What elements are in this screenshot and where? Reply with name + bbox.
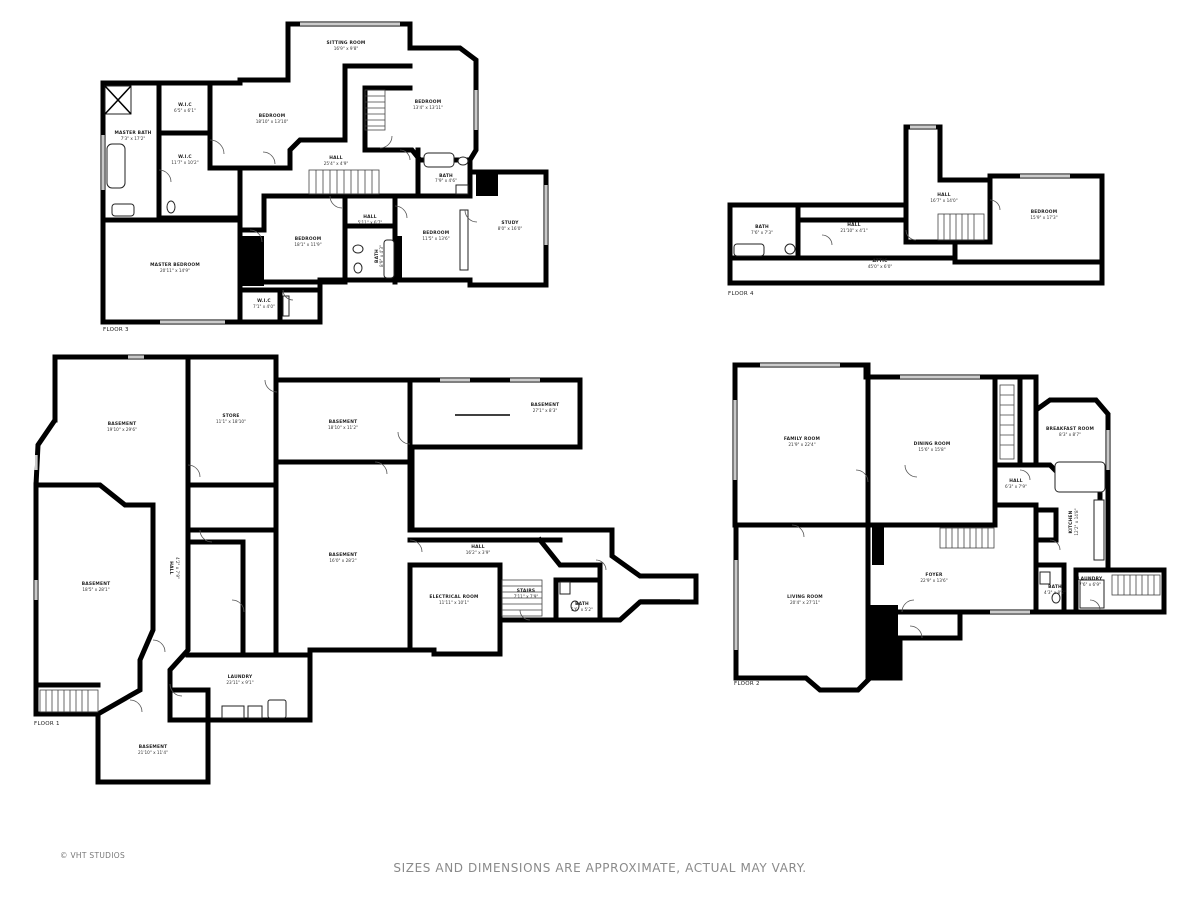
room-label: LAUNDRY [228, 674, 253, 680]
room-dims: 11'5" x 13'6" [422, 236, 449, 241]
room-dims: 20'11" x 14'9" [160, 268, 190, 273]
room-dims: 16'7" x 14'0" [930, 198, 957, 203]
room-label: BASEMENT [329, 552, 358, 558]
room-dims: 18'10" x 13'10" [256, 119, 289, 124]
room-dims: 16'2" x 3'9" [466, 550, 491, 555]
room-dims: 15'9" x 17'3" [1030, 215, 1057, 220]
floor-4-plan: BATH 7'6" x 7'3" HALL 21'10" x 4'1" HALL… [727, 124, 1105, 297]
room-label: BEDROOM [1031, 209, 1058, 215]
room-dims: 13'4" x 13'11" [413, 105, 443, 110]
room-dims: 8'0" x 16'0" [498, 226, 523, 231]
room-label: FOYER [925, 572, 943, 578]
room-label: SITTING ROOM [327, 40, 366, 46]
room-dims: 7'9" x 4'6" [435, 178, 457, 183]
room-label: HALL [847, 222, 860, 228]
room-dims: 7'11" x 7'9" [514, 594, 539, 599]
room-label: HALL [363, 214, 376, 220]
room-dims: 16'0" x 28'2" [329, 558, 356, 563]
room-label: LIVING ROOM [787, 594, 823, 600]
room-dims: 5'6" x 5'2" [571, 607, 593, 612]
room-dims: 21'10" x 4'1" [840, 228, 867, 233]
room-label: BATH [575, 601, 589, 607]
room-dims: 19'10" x 29'6" [107, 427, 137, 432]
room-dims: 11'7" x 10'2" [171, 160, 198, 165]
floor-label: FLOOR 3 [103, 327, 129, 333]
room-label: W.I.C [178, 154, 192, 160]
room-label: BATH [374, 249, 380, 263]
room-label: BEDROOM [423, 230, 450, 236]
room-label: STORE [222, 413, 239, 419]
room-dims: 11'1" x 18'10" [216, 419, 246, 424]
room-dims: 21'10" x 11'4" [138, 750, 168, 755]
floor-label: FLOOR 2 [734, 681, 760, 687]
copyright-text: © VHT STUDIOS [60, 851, 126, 860]
floor-label: FLOOR 1 [34, 721, 60, 727]
disclaimer-text: SIZES AND DIMENSIONS ARE APPROXIMATE, AC… [393, 861, 807, 875]
floor-3-plan: SITTING ROOM 16'9" x 9'8" BEDROOM 13'4" … [100, 21, 549, 333]
room-dims: 16'9" x 9'8" [334, 46, 359, 51]
room-dims: 5'11" x 6'7" [358, 220, 383, 225]
room-label: W.I.C [257, 298, 271, 304]
room-dims: 18'1" x 11'9" [294, 242, 321, 247]
room-dims: 7'6" x 6'9" [1079, 582, 1101, 587]
floor-1-plan: BASEMENT 19'10" x 29'6" STORE 11'1" x 18… [33, 354, 699, 785]
room-dims: 7'1" x 4'0" [253, 304, 275, 309]
room-label: MASTER BEDROOM [150, 262, 200, 268]
room-label: BASEMENT [82, 581, 111, 587]
floor-label: FLOOR 4 [728, 291, 754, 297]
room-label: BASEMENT [139, 744, 168, 750]
room-label: HALL [168, 561, 174, 574]
room-dims: 8'3" x 8'7" [1059, 432, 1081, 437]
room-dims: 45'0" x 6'0" [868, 264, 893, 269]
room-dims: 7'6" x 7'3" [751, 230, 773, 235]
room-dims: 21'9" x 22'4" [788, 442, 815, 447]
room-dims: 22'9" x 13'6" [920, 578, 947, 583]
room-dims: 8'9" x 4'3" [379, 245, 384, 267]
room-label: MASTER BATH [114, 130, 151, 136]
room-dims: 25'4" x 4'9" [324, 161, 349, 166]
room-label: STUDY [501, 220, 519, 226]
room-dims: 12'2" x 14'8" [1074, 508, 1079, 535]
room-dims: 4'2" x 7'9" [175, 557, 180, 579]
room-dims: 7'3" x 17'2" [121, 136, 146, 141]
room-dims: 6'3" x 7'9" [1005, 484, 1027, 489]
room-label: DINING ROOM [914, 441, 951, 447]
room-label: BASEMENT [531, 402, 560, 408]
room-dims: 18'10" x 11'2" [328, 425, 358, 430]
room-label: HALL [471, 544, 484, 550]
room-label: BEDROOM [295, 236, 322, 242]
room-label: ELECTRICAL ROOM [429, 594, 478, 600]
room-label: BATH [755, 224, 769, 230]
room-dims: 20'4" x 27'11" [790, 600, 820, 605]
room-dims: 15'6" x 15'8" [918, 447, 945, 452]
room-label: BASEMENT [329, 419, 358, 425]
room-label: BATH [439, 173, 453, 179]
room-dims: 27'1" x 8'3" [533, 408, 558, 413]
room-label: W.I.C [178, 102, 192, 108]
room-dims: 4'3" x 8'2" [1044, 590, 1066, 595]
room-label: ATTIC [872, 258, 887, 264]
room-label: BASEMENT [108, 421, 137, 427]
room-label: BEDROOM [259, 113, 286, 119]
room-label: HALL [937, 192, 950, 198]
room-dims: 6'5" x 6'1" [174, 108, 196, 113]
floor-2-plan: FAMILY ROOM 21'9" x 22'4" DINING ROOM 15… [732, 362, 1167, 693]
room-dims: 18'5" x 28'1" [82, 587, 109, 592]
room-label: KITCHEN [1068, 510, 1074, 533]
room-label: HALL [1009, 478, 1022, 484]
room-label: LAUNDRY [1078, 576, 1103, 582]
room-label: BREAKFAST ROOM [1046, 426, 1094, 432]
room-label: STAIRS [517, 588, 536, 594]
room-label: FAMILY ROOM [784, 436, 820, 442]
room-label: HALL [329, 155, 342, 161]
room-dims: 23'11" x 9'1" [226, 680, 253, 685]
room-label: BATH [1048, 584, 1062, 590]
room-dims: 11'11" x 10'1" [439, 600, 469, 605]
room-label: BEDROOM [415, 99, 442, 105]
